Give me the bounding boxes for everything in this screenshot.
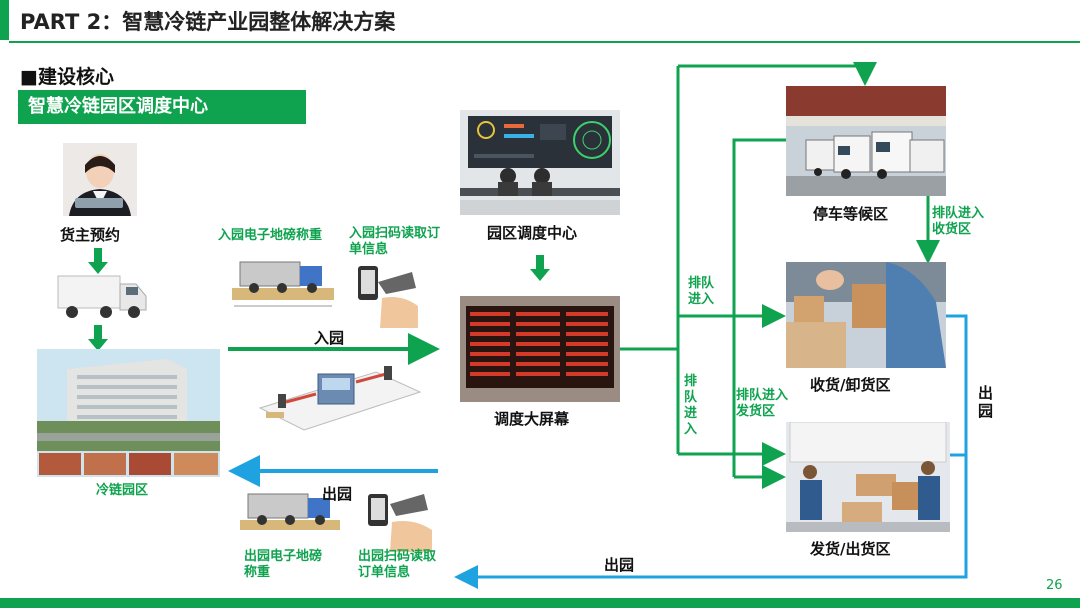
section-heading: ■建设核心 [20,66,114,88]
label-cold-chain-park: 冷链园区 [96,483,149,498]
exit-weighbridge-image [240,490,340,548]
label-exit-scale: 出园电子地磅称重 [244,549,323,580]
label-shipping: 发货/出货区 [810,540,891,558]
bottom-bar [0,598,1080,608]
label-entry-scan: 入园扫码读取订单信息 [349,226,441,257]
entry-weighbridge-image [232,254,334,316]
label-queue-receiving: 排队进入收货区 [932,206,985,237]
label-entry-scale: 入园电子地磅称重 [218,228,323,243]
label-cargo-owner: 货主预约 [60,226,121,244]
label-dispatch-center: 园区调度中心 [487,224,578,242]
exit-scan-image [362,490,438,552]
receiving-area-image [786,262,946,368]
dispatch-center-image [460,110,620,215]
label-queue-in-top: 排队进入 [688,276,715,307]
title-accent [0,0,9,40]
shipping-area-image [786,422,950,532]
entry-scan-image [352,258,428,328]
label-big-screen: 调度大屏幕 [494,410,570,428]
section-banner: 智慧冷链园区调度中心 [18,90,306,124]
label-receiving: 收货/卸货区 [810,376,891,394]
cargo-owner-photo [63,143,137,216]
cold-chain-park-image [37,349,220,477]
title-underline [9,41,1080,43]
label-queue-shipping: 排队进入发货区 [736,388,789,419]
arrow-to-parking [678,62,877,86]
label-entry: 入园 [314,329,345,347]
label-exit-scan: 出园扫码读取订单信息 [358,549,437,580]
big-screen-image [460,296,620,402]
label-exit-top: 出园 [322,485,353,503]
arrow-center-to-screen [530,255,550,281]
arrow-owner-to-truck [88,248,108,274]
delivery-truck-image [56,272,148,322]
arrow-truck-to-park [88,325,108,351]
label-exit-bottom: 出园 [604,556,635,574]
parking-area-image [786,86,946,196]
label-queue-in-mid: 排队进入 [684,374,698,437]
label-parking: 停车等候区 [813,205,889,223]
entry-gate-diagram [256,352,424,434]
page-number: 26 [1046,578,1063,593]
label-exit-right: 出园 [978,384,994,420]
arrow-exit-right [454,314,968,589]
page-title: PART 2：智慧冷链产业园整体解决方案 [20,10,396,34]
